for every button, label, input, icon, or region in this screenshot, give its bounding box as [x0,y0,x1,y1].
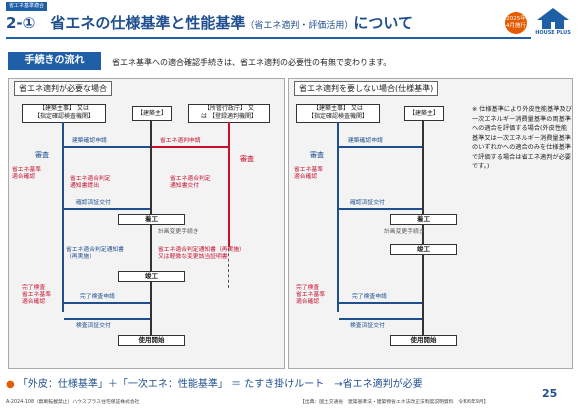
left-shunko-bar: 竣工 [118,271,185,282]
left-arrow-tekihan [152,146,228,148]
right-kanryo-check: 完了検査省エネ基準適合確認 [296,285,325,305]
right-kensa-kofu: 検査済証交付 [350,323,385,329]
page-number: 25 [542,387,558,400]
right-kijun: 省エネ基準適合確認 [294,167,323,180]
left-line-shuji [62,122,64,312]
left-actor-shuji: 【建築主事】 又は【指定確認検査機関】 [22,104,106,123]
right-keikaku: 計画変更手続き [384,229,425,235]
right-actor-shuji: 【建築主事】 又は【指定確認検査機関】 [296,104,380,123]
right-shunko-bar: 竣工 [390,244,457,255]
right-kanryo-req: 完了検査申請 [352,294,387,300]
left-arrow-kensa [64,318,150,320]
right-line-owner [422,120,424,335]
bullet-icon: ● [6,379,15,390]
left-line-gyosei-dash [228,248,229,288]
right-line-shuji [337,122,339,312]
right-kakunin-kofu: 確認済証交付 [350,200,385,206]
right-req-kakunin: 建築確認申請 [348,138,383,144]
left-henko-right: 省エネ適合判定通知書（再実施）又は軽微な変更該当証明書 [158,247,245,260]
left-kanryo-check: 完了検査省エネ基準適合確認 [22,285,51,305]
category-tag: 省エネ基準適合 [6,2,48,11]
left-tsuchi-teishutsu: 省エネ適合判定通知書提出 [70,176,111,189]
right-shiyo-bar: 使用開始 [390,335,457,346]
footer-right: 【出典：国土交通省 建築基準法・建築物省エネ法改正法制度説明資料 令和6年9月】 [300,400,489,405]
right-arrow-kensa [339,318,422,320]
left-keikaku: 計画変更手続き [158,229,199,235]
page-title: 2-① 省エネの仕様基準と性能基準（省エネ適判・評価活用）について [6,14,413,32]
right-arrow-kakunin-kofu [339,208,422,210]
right-shinsa: 審査 [310,151,324,159]
lead-text: 省エネ基準への適合確認手続きは、省エネ適判の必要性の有無で変わります。 [112,58,392,67]
footer-left: A-2024-108（無断転載禁止）ハウスプラス住宅保証株式会社 [6,400,140,405]
left-kensa-kofu: 検査済証交付 [76,323,111,329]
left-shiyo-bar: 使用開始 [118,335,185,346]
left-req-kakunin: 建築確認申請 [72,138,107,144]
right-actor-kenchikunushi: 【建築主】 [404,106,444,121]
left-shinsa-left: 審査 [35,151,49,159]
right-arrow-kanryo [339,302,422,304]
left-henko-left: 省エネ適合判定通知書（再実施） [66,247,124,260]
left-tsuchi-kofu: 省エネ適合判定通知書交付 [170,176,211,189]
note-text: ※ 仕様基準により外皮性能基準及び一次エネルギー消費量基準の両基準への適合を評価… [472,106,572,170]
left-kakunin-kofu: 確認済証交付 [76,200,111,206]
flow-label: 手続きの流れ [8,52,101,70]
left-arrow-kakunin [64,146,150,148]
title-rule [6,37,531,39]
left-actor-gyoseicho: 【所管行政庁】 又は 【登録適判機関】 [188,104,270,123]
left-req-tekihan: 省エネ適判申請 [160,138,201,144]
left-line-owner [150,120,152,335]
left-actor-kenchikunushi: 【建築主】 [132,106,172,121]
left-arrow-kakunin-kofu [64,208,150,210]
left-chakko-bar: 着工 [118,214,185,225]
left-line-gyosei [228,122,230,247]
left-heading: 省エネ適判が必要な場合 [14,81,112,96]
right-heading: 省エネ適判を要しない場合(仕様基準) [294,81,439,96]
left-shinsa-right: 審査 [240,155,254,163]
route-summary: ● 「外皮：仕様基準」＋「一次エネ：性能基準」 ＝ たすき掛けルート →省エネ適… [6,379,423,390]
left-kanryo-req: 完了検査申請 [80,294,115,300]
right-arrow-kakunin [339,146,422,148]
right-chakko-bar: 着工 [390,214,457,225]
house-plus-logo: HOUSE PLUS [533,7,573,37]
left-kijun: 省エネ基準適合確認 [12,167,41,180]
left-arrow-kanryo [64,302,150,304]
